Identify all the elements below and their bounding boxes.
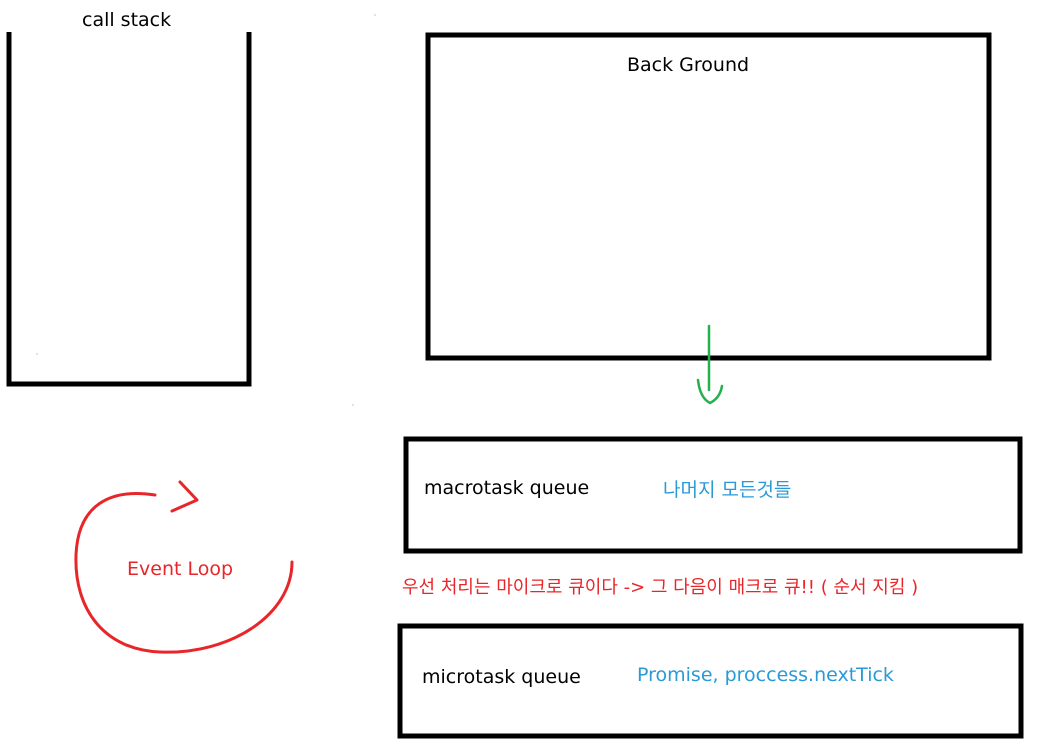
macrotask-queue-box [403,436,1023,554]
speck [36,353,38,355]
event-loop-label: Event Loop [127,558,234,580]
green-down-arrow [696,324,724,405]
microtask-note: Promise, proccess.nextTick [637,664,894,686]
macrotask-queue-label: macrotask queue [424,477,590,499]
microtask-queue-box [397,623,1024,739]
background-label: Back Ground [627,54,750,76]
call-stack-box [6,32,252,387]
macrotask-note: 나머지 모든것들 [663,479,792,501]
event-loop-arrow [74,480,294,654]
speck [352,404,354,406]
speck [374,14,376,16]
priority-note: 우선 처리는 마이크로 큐이다 -> 그 다음이 매크로 큐!! ( 순서 지킴… [402,577,919,598]
call-stack-label: call stack [82,9,172,31]
microtask-queue-label: microtask queue [422,666,581,688]
background-box [425,32,992,361]
